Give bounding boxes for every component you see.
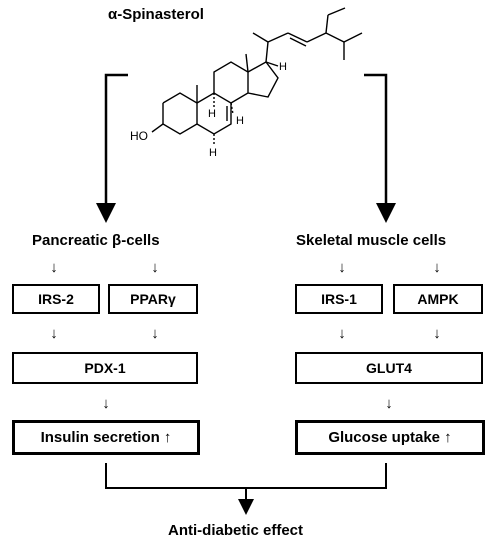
h-label-1: H: [279, 61, 287, 73]
arrow-icon: ↓: [151, 325, 159, 342]
insulin-secretion-box: Insulin secretion ↑: [12, 420, 200, 455]
h-label-2: H: [208, 108, 216, 120]
arrow-icon: ↓: [433, 325, 441, 342]
pdx1-box: PDX-1: [12, 352, 198, 384]
right-branch-title: Skeletal muscle cells: [296, 232, 447, 249]
glut4-box: GLUT4: [295, 352, 483, 384]
glucose-uptake-box: Glucose uptake ↑: [295, 420, 485, 455]
arrow-icon: ↓: [338, 325, 346, 342]
right-branch-arrow: [364, 73, 396, 223]
h-label-3: H: [236, 115, 244, 127]
ppar-gamma-box: PPARγ: [108, 284, 198, 314]
h-label-4: H: [209, 147, 217, 159]
irs2-box: IRS-2: [12, 284, 100, 314]
compound-name: α-Spinasterol: [108, 6, 204, 23]
arrow-icon: ↓: [50, 325, 58, 342]
arrow-icon: ↓: [433, 259, 441, 276]
irs1-box: IRS-1: [295, 284, 383, 314]
final-effect-label: Anti-diabetic effect: [168, 522, 304, 539]
arrow-icon: ↓: [385, 395, 393, 412]
arrow-icon: ↓: [151, 259, 159, 276]
left-branch-title: Pancreatic β-cells: [32, 232, 160, 249]
arrow-icon: ↓: [338, 259, 346, 276]
left-branch-arrow: [96, 73, 128, 223]
arrow-icon: ↓: [102, 395, 110, 412]
arrow-icon: ↓: [50, 259, 58, 276]
ho-label: HO: [130, 129, 148, 143]
ampk-box: AMPK: [393, 284, 483, 314]
